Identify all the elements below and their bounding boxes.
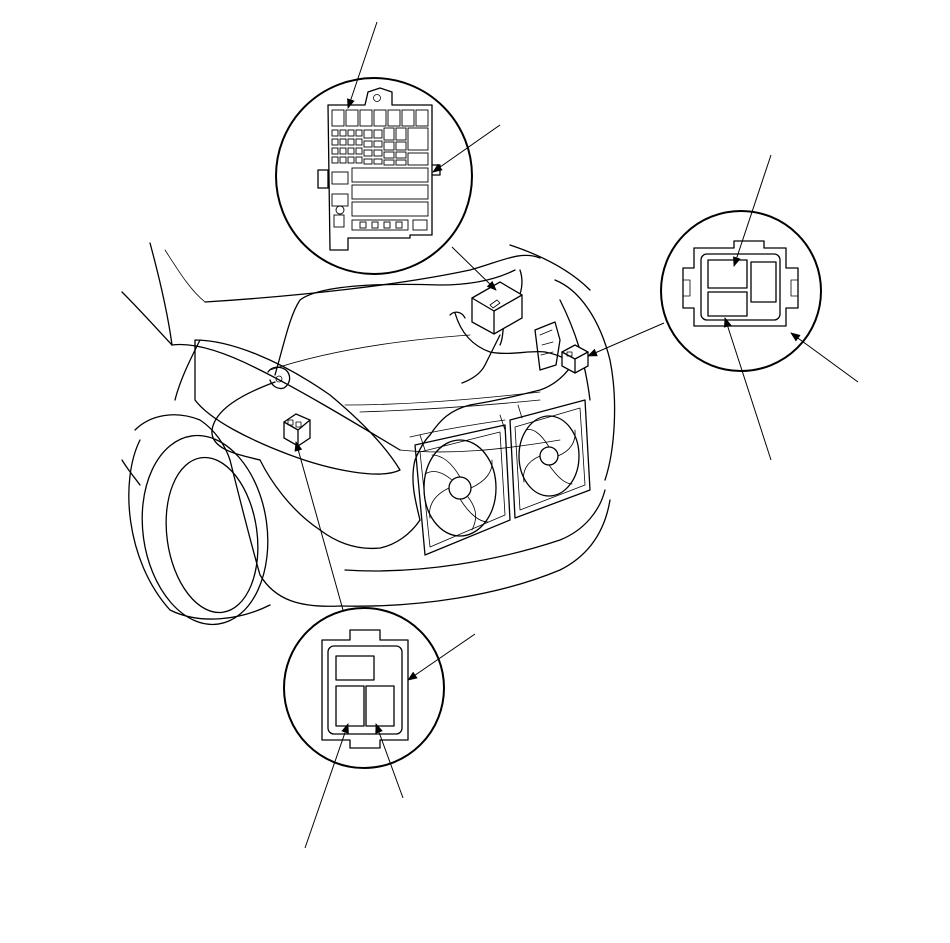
- connector-right-callout: [587, 154, 859, 461]
- fuse-relay-box-callout: [275, 21, 501, 291]
- fuse-grid-mini: [331, 127, 429, 166]
- fan-relay-left: [283, 413, 311, 447]
- car-body: [121, 242, 616, 626]
- wire-harness: [211, 269, 576, 550]
- connector-left-callout: [283, 441, 476, 849]
- fuse-row-large: [331, 109, 429, 127]
- fan-relay-right: [534, 321, 589, 374]
- underhood-fuse-box: [471, 281, 523, 335]
- radiator-fans: [414, 399, 591, 556]
